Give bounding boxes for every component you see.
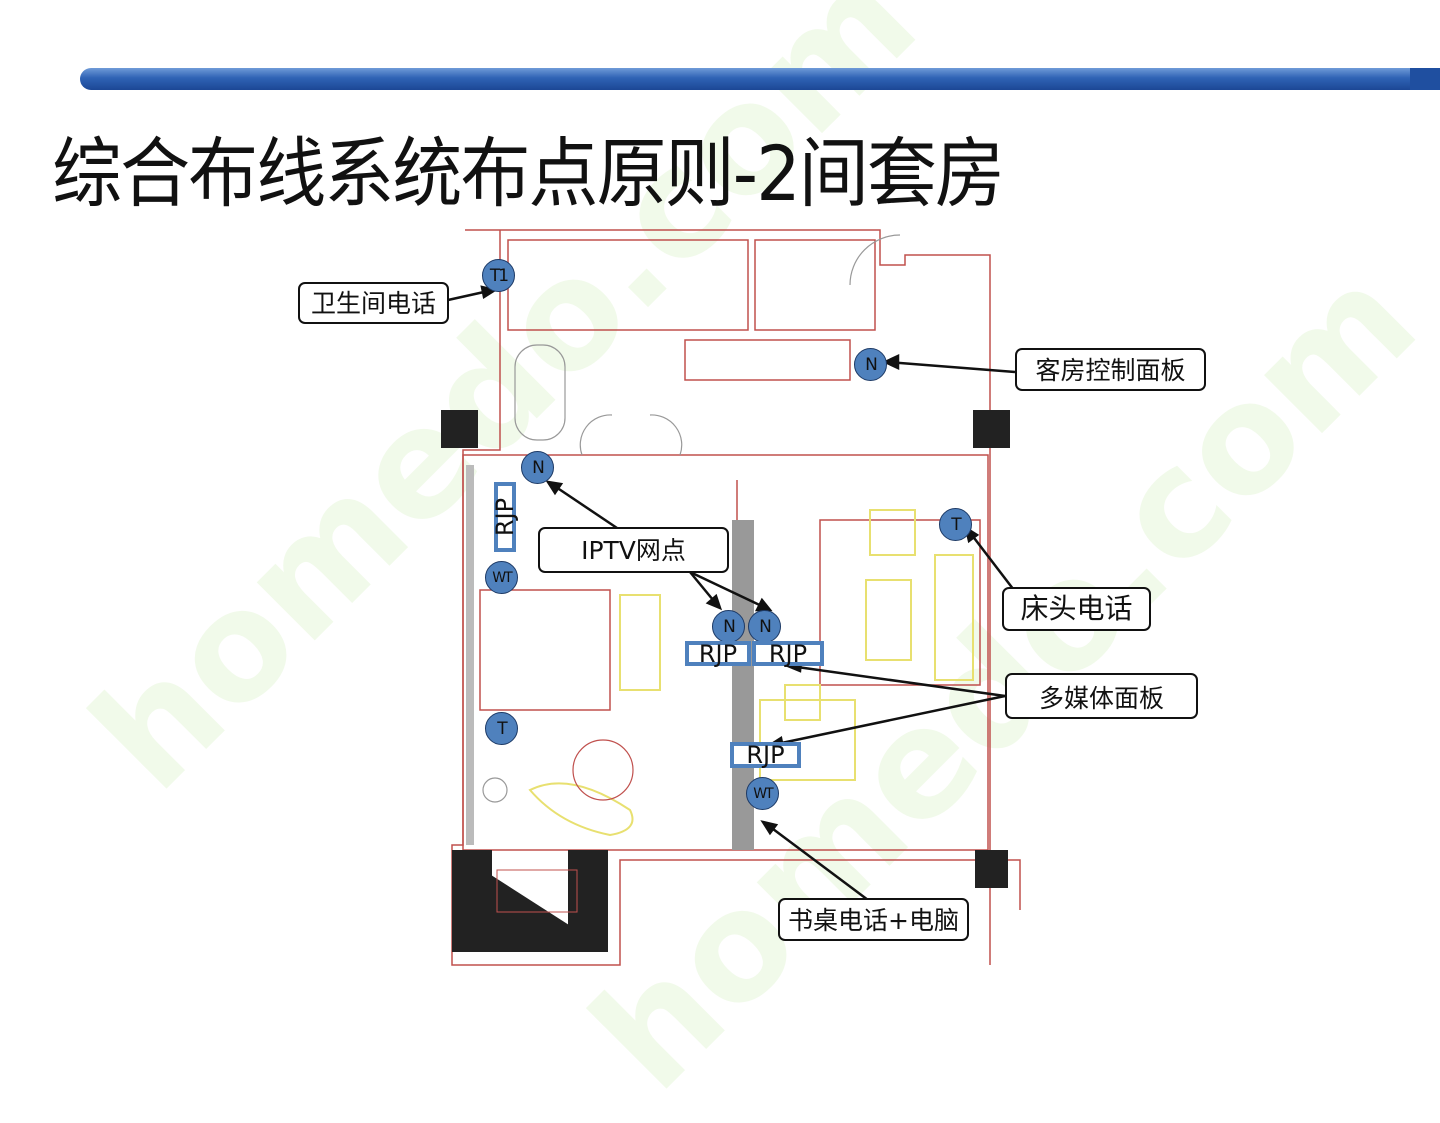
furniture	[528, 509, 974, 837]
callout-multimedia-panel: 多媒体面板	[1005, 673, 1198, 719]
rjp-panel-tv-right: RJP	[752, 641, 824, 666]
callout-bathroom-phone: 卫生间电话	[298, 282, 449, 324]
hatched-wall	[466, 465, 474, 845]
rjp-label: RJP	[491, 497, 520, 537]
header-bar	[80, 68, 1440, 90]
marker-network-bedroom: N	[521, 451, 554, 484]
marker-network-tv-right: N	[748, 610, 781, 643]
marker-network-control-panel: N	[854, 348, 887, 381]
marker-wt-desk: WT	[746, 777, 779, 810]
callout-bedside-phone: 床头电话	[1002, 587, 1151, 631]
marker-bedside-phone: T	[939, 508, 972, 541]
marker-bathroom-phone: T1	[482, 259, 515, 292]
callout-room-control-panel: 客房控制面板	[1015, 348, 1206, 391]
header-bar-end	[1410, 68, 1440, 90]
callout-iptv-point: IPTV网点	[538, 527, 729, 573]
rjp-panel-desk: RJP	[730, 742, 801, 768]
marker-network-tv-left: N	[712, 610, 745, 643]
marker-phone-bedroom: T	[485, 712, 518, 745]
pillars	[441, 410, 1010, 952]
rjp-panel-tv-left: RJP	[685, 641, 751, 666]
fixtures	[482, 234, 901, 803]
floor-plan	[441, 229, 1021, 966]
marker-wt-bedroom: WT	[485, 561, 518, 594]
balcony-box	[496, 869, 578, 913]
callout-desk-phone-pc: 书桌电话+电脑	[778, 898, 969, 941]
slide-title: 综合布线系统布点原则-2间套房	[52, 129, 1005, 218]
rjp-panel-bedroom: RJP	[491, 482, 520, 552]
